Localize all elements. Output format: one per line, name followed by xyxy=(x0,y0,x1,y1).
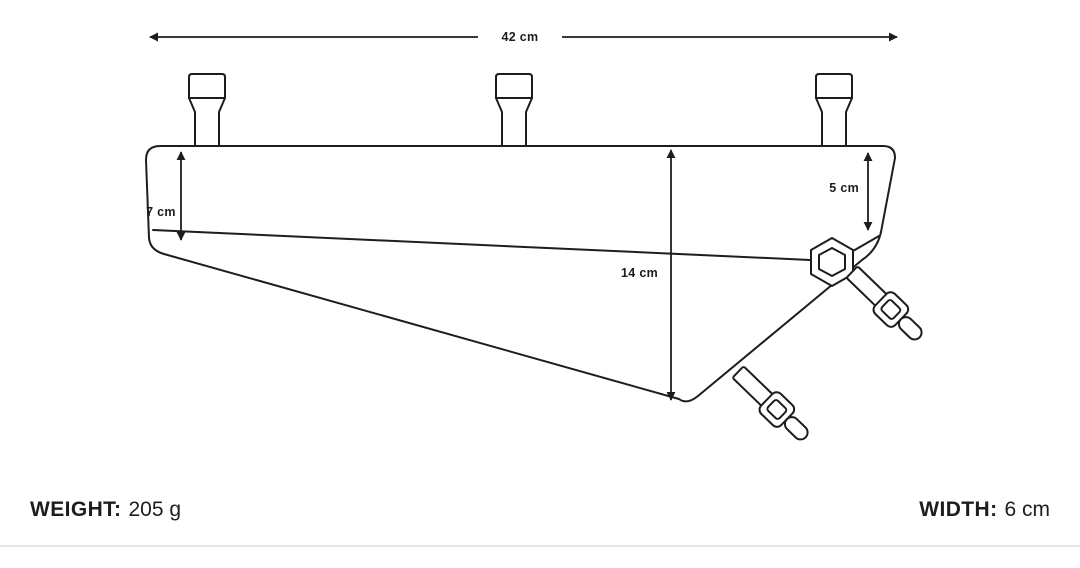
corner-strap-upper xyxy=(846,266,923,341)
top-strap-right xyxy=(815,73,853,147)
weight-spec: WEIGHT: 205 g xyxy=(30,498,181,522)
left-height-dimension-label: 7 cm xyxy=(146,205,176,219)
left-height-dimension: 7 cm xyxy=(146,151,186,241)
top-strap-left xyxy=(188,73,226,147)
weight-label: WEIGHT: xyxy=(30,498,122,521)
weight-value: 205 g xyxy=(128,498,182,521)
middle-height-dimension: 14 cm xyxy=(621,149,676,401)
width-dimension-label: 42 cm xyxy=(502,30,539,44)
top-strap-middle xyxy=(495,73,533,147)
middle-height-dimension-label: 14 cm xyxy=(621,266,658,280)
bottom-divider xyxy=(0,545,1080,547)
width-dimension: 42 cm xyxy=(149,30,898,44)
width-spec: WIDTH: 6 cm xyxy=(919,498,1050,522)
width-label: WIDTH: xyxy=(919,498,998,521)
corner-strap-lower xyxy=(732,366,809,441)
right-height-dimension-label: 5 cm xyxy=(829,181,859,195)
right-height-dimension: 5 cm xyxy=(829,152,873,231)
width-value: 6 cm xyxy=(1004,498,1050,521)
bag-outline xyxy=(145,145,896,403)
corner-guide xyxy=(810,235,880,287)
zipper-line xyxy=(152,229,811,261)
